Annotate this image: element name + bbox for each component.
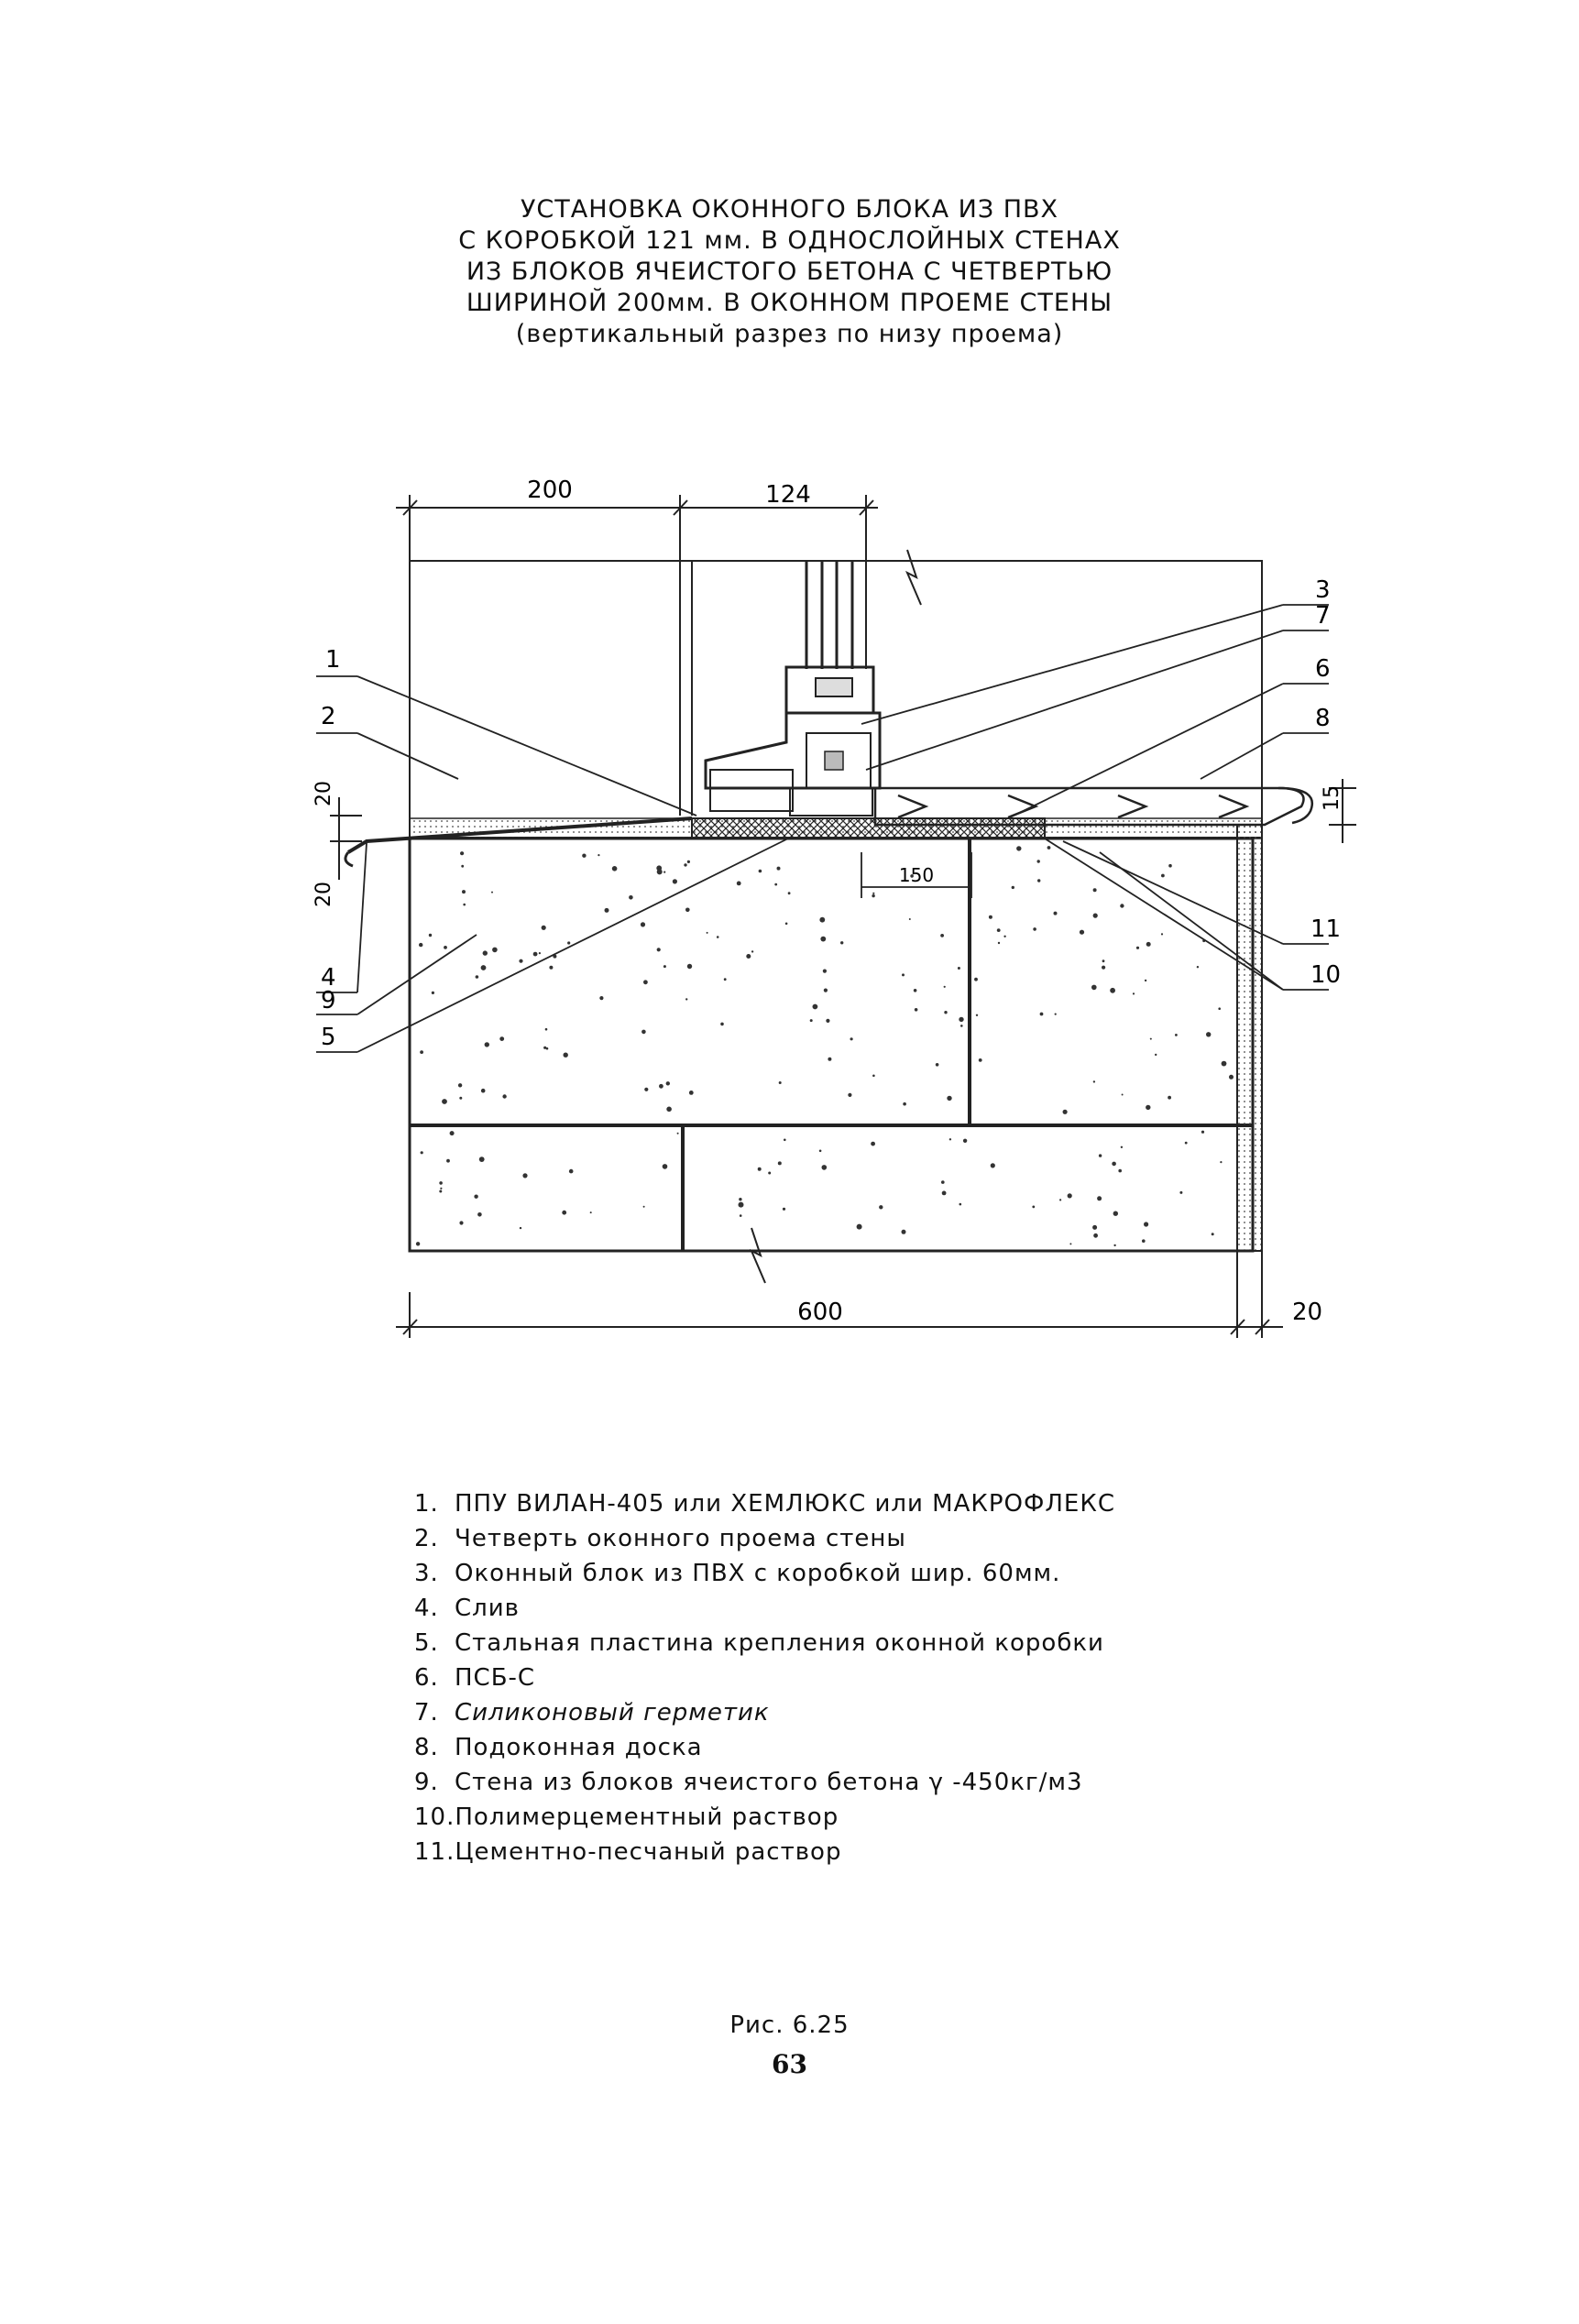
aerated-concrete-wall [408, 824, 1263, 1253]
page-number: 63 [772, 2049, 807, 2079]
callout-6: 6 [1315, 655, 1331, 683]
section-drawing: 200 124 600 20 20 20 15 150 [313, 477, 1356, 1338]
figure-caption: Рис. 6.25 [729, 2012, 850, 2039]
callout-2: 2 [321, 703, 336, 730]
break-mark-bottom [750, 1227, 766, 1284]
drawing-title: УСТАНОВКА ОКОННОГО БЛОКА ИЗ ПВХ С КОРОБК… [0, 194, 1579, 350]
dim-600: 600 [797, 1299, 843, 1326]
dim-20-bottom: 20 [1292, 1299, 1322, 1326]
callout-10: 10 [1310, 961, 1341, 989]
title-line-5: (вертикальный разрез по низу проема) [515, 320, 1064, 348]
dim-200: 200 [527, 477, 573, 504]
title-line-4: ШИРИНОЙ 200мм. В ОКОННОМ ПРОЕМЕ СТЕНЫ [466, 289, 1113, 317]
legend-item: 11.Цементно-песчаный раствор [414, 1838, 842, 1866]
legend: 1.ППУ ВИЛАН-405 или ХЕМЛЮКС или МАКРОФЛЕ… [414, 1486, 1115, 1869]
legend-item: 5.Стальная пластина крепления оконной ко… [414, 1629, 1104, 1657]
dim-20-left-top: 20 [313, 781, 335, 806]
callout-11: 11 [1310, 915, 1341, 943]
dim-124: 124 [765, 481, 811, 509]
legend-item: 1.ППУ ВИЛАН-405 или ХЕМЛЮКС или МАКРОФЛЕ… [414, 1490, 1115, 1518]
callout-4: 4 [321, 964, 336, 992]
drip-flashing [346, 817, 693, 854]
legend-item: 2.Четверть оконного проема стены [414, 1525, 906, 1552]
legend-item: 10.Полимерцементный раствор [414, 1803, 839, 1831]
callout-9: 9 [321, 987, 336, 1014]
outer-plaster [1236, 824, 1263, 1252]
sill-board-nose [1277, 786, 1313, 825]
dim-bottom [396, 1251, 1283, 1338]
dim-right [1329, 779, 1356, 843]
legend-item: 6.ПСБ-С [414, 1664, 536, 1692]
dim-left [330, 797, 362, 880]
sill-board-hatching [897, 794, 1250, 819]
legend-item: 8.Подоконная доска [414, 1734, 703, 1761]
legend-item: 9.Стена из блоков ячеистого бетона γ -45… [414, 1769, 1083, 1796]
dim-150: 150 [899, 864, 934, 886]
dim-20-left-bottom: 20 [313, 882, 335, 907]
callout-8: 8 [1315, 705, 1331, 732]
title-line-3: ИЗ БЛОКОВ ЯЧЕИСТОГО БЕТОНА С ЧЕТВЕРТЬЮ [466, 258, 1113, 286]
callout-3: 3 [1315, 576, 1331, 604]
callout-1: 1 [325, 646, 341, 674]
dim-15: 15 [1321, 785, 1343, 811]
drip-hook [344, 851, 354, 868]
callout-5: 5 [321, 1024, 336, 1051]
pvc-window-block [704, 561, 882, 817]
legend-item: 7.Силиконовый герметик [414, 1699, 770, 1727]
break-mark-top [905, 549, 922, 606]
callout-leaders [316, 604, 1329, 1053]
dim-150-line [861, 852, 972, 898]
legend-item: 4.Слив [414, 1595, 520, 1622]
title-line-1: УСТАНОВКА ОКОННОГО БЛОКА ИЗ ПВХ [520, 195, 1059, 224]
legend-item: 3.Оконный блок из ПВХ с коробкой шир. 60… [414, 1560, 1061, 1587]
dim-top [396, 495, 878, 561]
callout-7: 7 [1315, 602, 1331, 630]
concrete-speckles [415, 846, 1234, 1247]
title-line-2: С КОРОБКОЙ 121 мм. В ОДНОСЛОЙНЫХ СТЕНАХ [458, 226, 1121, 255]
